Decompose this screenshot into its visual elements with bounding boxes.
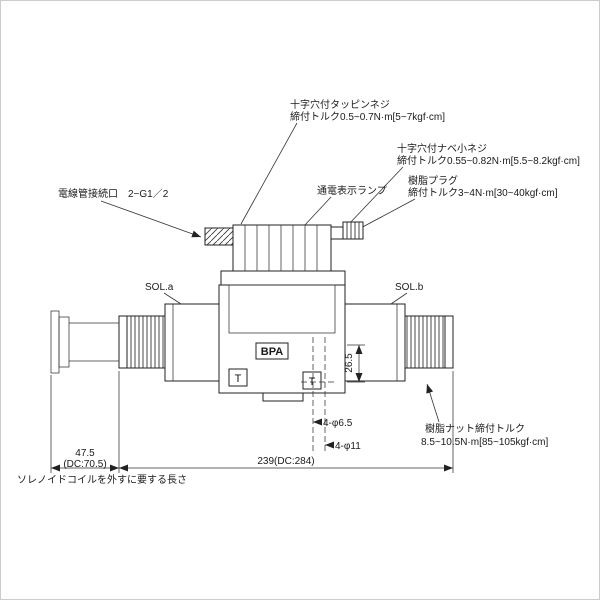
dim-holes-large: 4-φ11 bbox=[335, 441, 361, 452]
dimension-bottom bbox=[50, 371, 454, 473]
conduit-port-leader bbox=[100, 200, 202, 238]
sol-b-leader bbox=[390, 292, 408, 305]
leader-lines bbox=[100, 122, 440, 423]
resin-plug-leader bbox=[356, 198, 416, 231]
t-port-box-right bbox=[302, 371, 322, 390]
tapping-screw-label-line2: 締付トルク0.5~0.7N·m[5~7kgf·cm] bbox=[290, 110, 445, 123]
pan-screw-leader bbox=[348, 166, 404, 225]
right-solenoid bbox=[344, 303, 454, 382]
t-port-box-left bbox=[228, 368, 248, 387]
tapping-screw-label-line1: 十字穴付タッピンネジ bbox=[290, 98, 390, 111]
right-end-cap bbox=[444, 315, 454, 369]
dim-removal-width: 47.5 bbox=[75, 448, 95, 459]
t-port-label-right: T bbox=[309, 376, 316, 388]
left-solenoid bbox=[118, 303, 220, 382]
power-lamp-leader bbox=[303, 196, 332, 227]
resin-plug bbox=[330, 221, 364, 240]
resin-plug-label-line1: 樹脂プラグ bbox=[408, 174, 458, 187]
dimension-26-5 bbox=[347, 344, 365, 383]
terminal-box bbox=[232, 224, 332, 272]
mounting-flange bbox=[220, 270, 346, 286]
t-port-label-left: T bbox=[235, 373, 242, 385]
labels: 十字穴付タッピンネジ 締付トルク0.5~0.7N·m[5~7kgf·cm] 十字… bbox=[17, 98, 580, 486]
pan-screw-label-line2: 締付トルク0.55~0.82N·m[5.5~8.2kgf·cm] bbox=[397, 154, 580, 167]
mounting-foot bbox=[262, 392, 304, 402]
dimension-holes bbox=[313, 418, 334, 449]
conduit-connector bbox=[204, 227, 234, 246]
mount-hole-centerlines bbox=[301, 337, 337, 453]
dim-overall-length: 239(DC:284) bbox=[257, 456, 314, 467]
left-solenoid-tube bbox=[164, 303, 220, 382]
right-solenoid-tube bbox=[344, 303, 406, 382]
coil-removal-note: ソレノイドコイルを外すに要する長さ bbox=[17, 474, 187, 486]
dim-removal-width-dc: (DC:70.5) bbox=[63, 459, 106, 470]
dim-body-height: 26.5 bbox=[344, 353, 355, 373]
dim-holes-small: 4-φ6.5 bbox=[323, 418, 353, 429]
left-solenoid-coil bbox=[126, 315, 166, 369]
sol-a-leader bbox=[163, 292, 182, 305]
left-end-cap bbox=[118, 315, 128, 369]
power-lamp-label: 通電表示ランプ bbox=[317, 184, 387, 197]
tapping-screw-leader bbox=[240, 122, 298, 225]
right-solenoid-coil bbox=[404, 315, 446, 369]
model-label: BPA bbox=[261, 346, 283, 358]
resin-plug-label-line2: 締付トルク3~4N·m[30~40kgf·cm] bbox=[408, 186, 558, 199]
resin-nut-label-line1: 樹脂ナット締付トルク bbox=[425, 422, 525, 435]
sol-b-label: SOL.b bbox=[395, 282, 424, 293]
valve-body bbox=[218, 284, 346, 402]
resin-nut-label-line2: 8.5~10.5N·m[85~105kgf·cm] bbox=[421, 437, 549, 448]
pan-screw-label-line1: 十字穴付ナベ小ネジ bbox=[397, 142, 487, 155]
conduit-port-label: 電線管接続口 2−G1／2 bbox=[58, 187, 169, 200]
sol-a-label: SOL.a bbox=[145, 282, 174, 293]
resin-nut-leader bbox=[426, 383, 440, 423]
model-label-box bbox=[255, 342, 289, 360]
coil-removal-outline bbox=[50, 310, 119, 374]
